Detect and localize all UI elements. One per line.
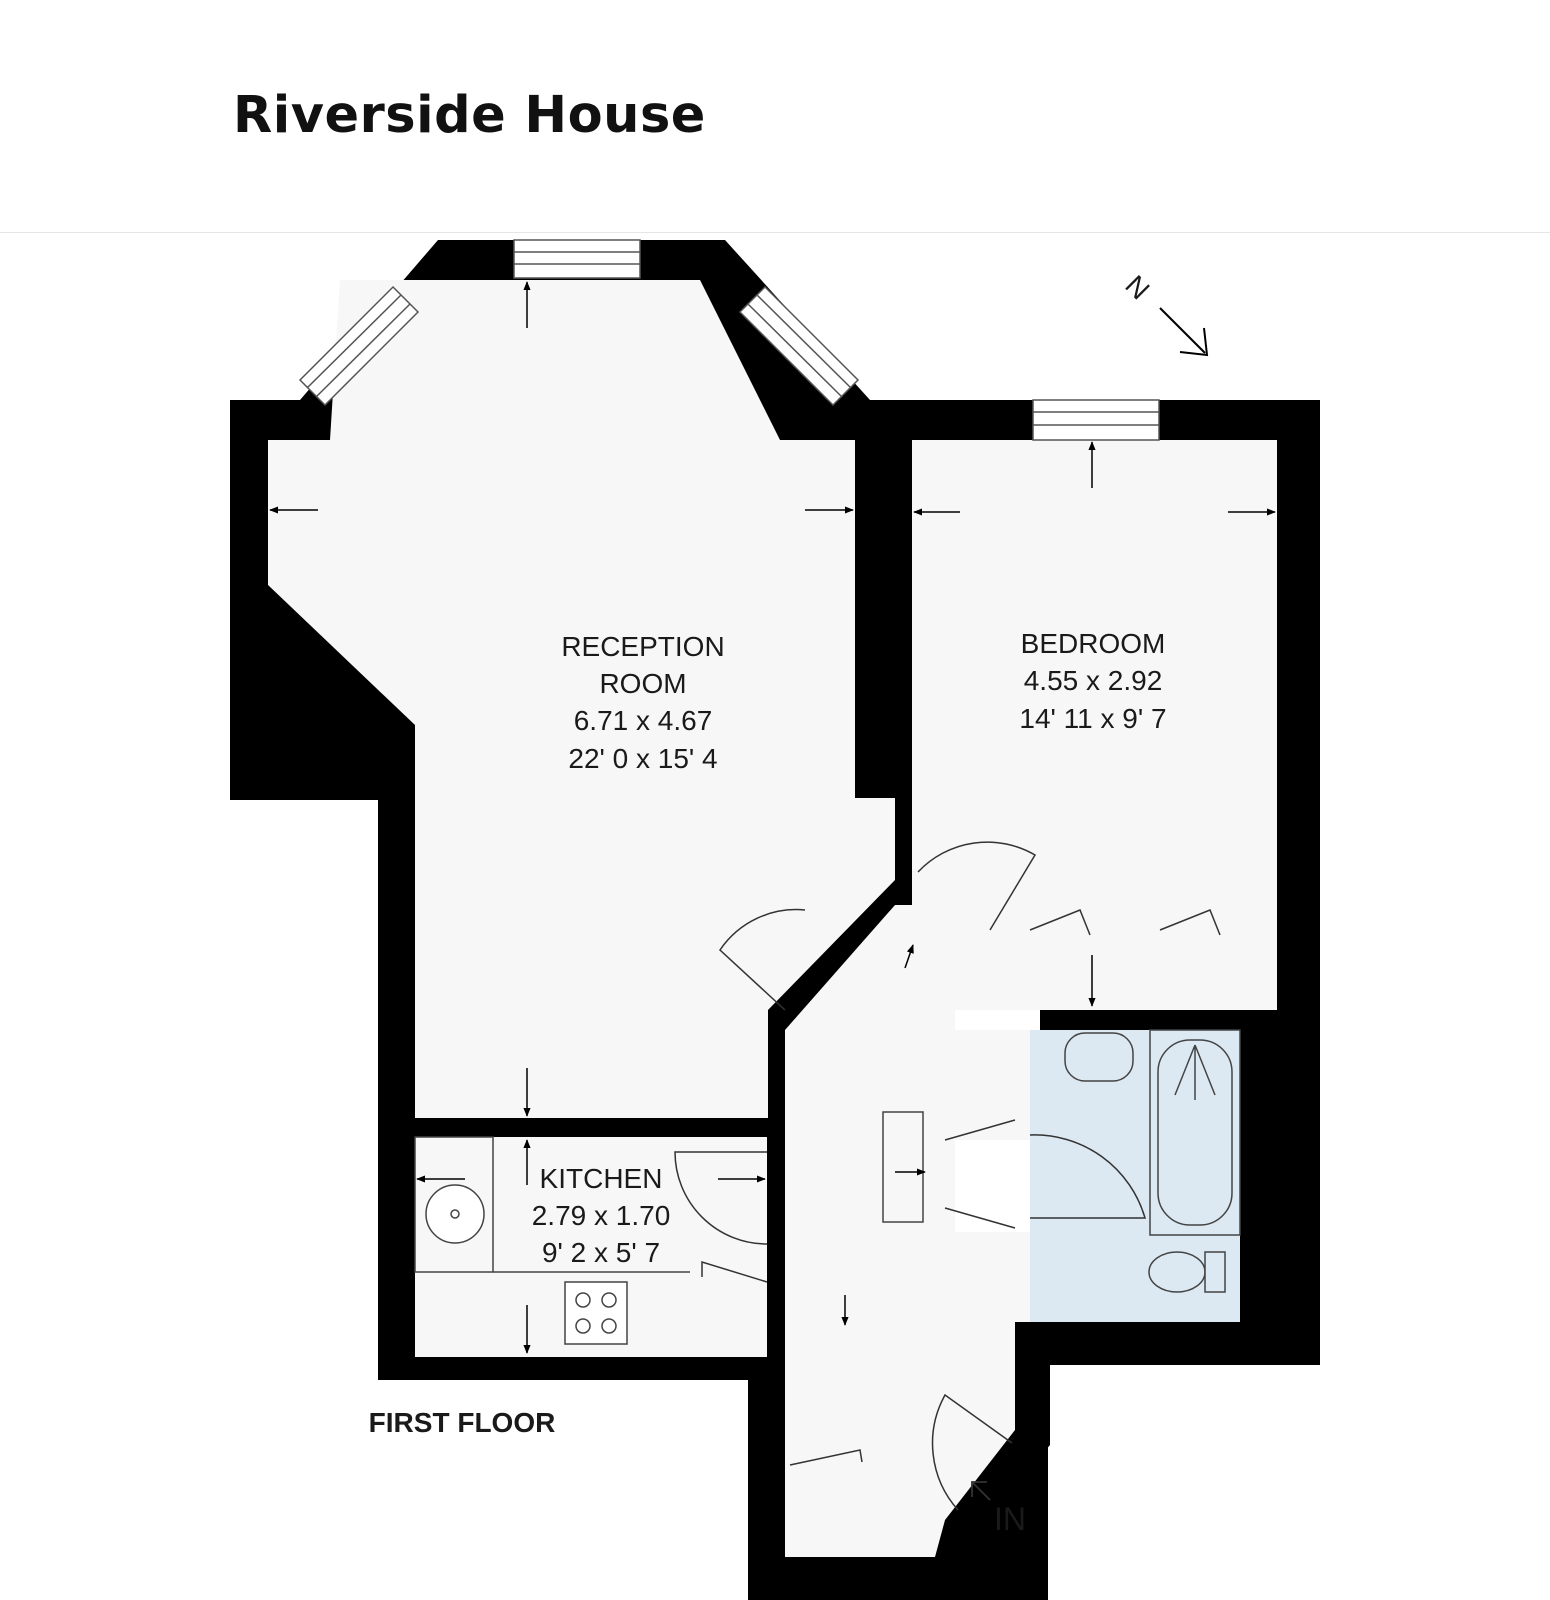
kitchen-door <box>674 1151 768 1245</box>
entrance-door <box>931 1393 1013 1511</box>
floor-label: FIRST FLOOR <box>369 1407 556 1438</box>
floors <box>268 280 1277 1557</box>
kitchen-metric: 2.79 x 1.70 <box>532 1200 671 1231</box>
bedroom-imperial: 14' 11 x 9' 7 <box>1019 703 1166 734</box>
fixtures <box>414 1029 1241 1345</box>
compass-north-label: N <box>1119 269 1155 305</box>
hall-cupboard <box>788 1460 873 1557</box>
hall-shelves <box>882 1111 924 1223</box>
labels: RECEPTION ROOM 6.71 x 4.67 22' 0 x 15' 4… <box>369 628 1167 1537</box>
doors <box>674 841 1221 1511</box>
compass-arrow <box>1159 307 1206 354</box>
kitchen-imperial: 9' 2 x 5' 7 <box>542 1237 660 1268</box>
reception-imperial: 22' 0 x 15' 4 <box>568 743 717 774</box>
entrance-arrow <box>971 1481 991 1501</box>
dimension-markers <box>269 281 1276 1354</box>
reception-door <box>719 908 806 1011</box>
compass: N <box>1119 269 1209 357</box>
cupboard-door-lower <box>944 1207 1016 1229</box>
cupboard-lower <box>920 1232 1030 1322</box>
bedroom-top-window <box>1032 399 1160 441</box>
reception-floor <box>268 280 895 1118</box>
bedroom-wardrobe-strip <box>960 935 1277 1010</box>
reception-metric: 6.71 x 4.67 <box>574 705 713 736</box>
kitchen-cupboard <box>690 1277 767 1357</box>
hall-cupboard-door <box>789 1449 863 1466</box>
toilet <box>1148 1251 1206 1293</box>
bathroom-door <box>1029 1134 1146 1219</box>
cupboard-door-upper <box>944 1119 1016 1141</box>
bedroom-door <box>917 841 1037 931</box>
reception-top-window <box>513 239 641 279</box>
page-title: Riverside House <box>233 86 706 145</box>
cupboard-upper <box>945 1030 1030 1140</box>
kitchen-cupboard-door <box>701 1260 768 1283</box>
reception-name-line2: ROOM <box>599 668 686 699</box>
bedroom-name: BEDROOM <box>1021 628 1166 659</box>
hall-dim-upper <box>904 944 914 969</box>
windows <box>298 239 1160 441</box>
hob <box>564 1281 628 1345</box>
bedroom-metric: 4.55 x 2.92 <box>1024 665 1163 696</box>
kitchen-name: KITCHEN <box>540 1163 663 1194</box>
bedroom-floor <box>912 440 1277 1010</box>
entrance-label: IN <box>994 1501 1026 1537</box>
basin <box>1064 1032 1134 1082</box>
wardrobe-doors <box>1029 909 1221 936</box>
reception-name-line1: RECEPTION <box>561 631 724 662</box>
header-divider <box>0 232 1550 233</box>
